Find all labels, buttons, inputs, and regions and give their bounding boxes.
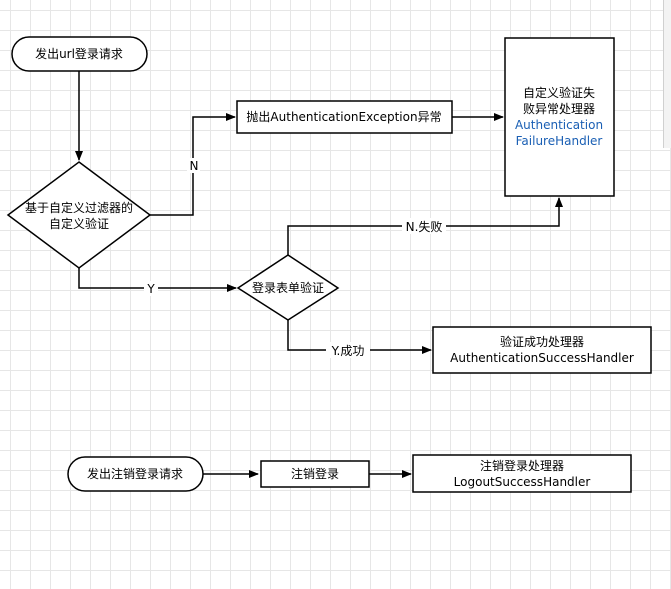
custom-filter-label-line2: 自定义验证 xyxy=(49,216,109,231)
custom-filter-decision[interactable]: 基于自定义过滤器的 自定义验证 xyxy=(6,161,152,269)
edge-form-success-to-handler xyxy=(287,320,432,354)
logout-handler-node[interactable]: 注销登录处理器 LogoutSuccessHandler xyxy=(412,454,632,493)
logout-handler-label-line1: 注销登录处理器 xyxy=(480,458,564,473)
form-check-label: 登录表单验证 xyxy=(252,280,324,295)
failure-handler-label-line2: 败异常处理器 xyxy=(523,101,595,116)
edge-label-success: Y.成功 xyxy=(326,342,370,358)
throw-exception-node[interactable]: 抛出AuthenticationException异常 xyxy=(236,100,453,134)
edge-label-y-text: Y xyxy=(146,282,155,296)
failure-handler-label-line1: 自定义验证失 xyxy=(523,85,595,100)
form-check-decision[interactable]: 登录表单验证 xyxy=(236,254,340,321)
success-handler-label-line1: 验证成功处理器 xyxy=(500,334,584,349)
logout-request-label: 发出注销登录请求 xyxy=(87,466,183,481)
start-request-node[interactable]: 发出url登录请求 xyxy=(11,36,148,72)
edge-label-n-text: N xyxy=(190,159,199,173)
logout-label: 注销登录 xyxy=(291,466,339,481)
edge-label-y: Y xyxy=(144,281,158,296)
failure-handler-node[interactable]: 自定义验证失 败异常处理器 Authentication FailureHand… xyxy=(504,37,615,197)
edge-label-fail: N.失败 xyxy=(402,218,446,234)
edge-label-fail-text: N.失败 xyxy=(406,219,443,234)
success-handler-label-line2: AuthenticationSuccessHandler xyxy=(450,351,634,365)
edge-label-n: N xyxy=(187,158,200,173)
failure-handler-label-line3: Authentication xyxy=(515,118,603,132)
scrollbar-edge xyxy=(663,0,671,148)
custom-filter-label-line1: 基于自定义过滤器的 xyxy=(25,200,133,215)
edge-label-success-text: Y.成功 xyxy=(331,344,365,358)
logout-request-node[interactable]: 发出注销登录请求 xyxy=(67,456,204,492)
logout-handler-label-line2: LogoutSuccessHandler xyxy=(454,475,591,489)
start-request-label: 发出url登录请求 xyxy=(35,46,123,61)
failure-handler-label-line4: FailureHandler xyxy=(516,134,603,148)
throw-exception-label: 抛出AuthenticationException异常 xyxy=(246,109,441,124)
edge-filter-yes-to-form xyxy=(78,268,237,292)
success-handler-node[interactable]: 验证成功处理器 AuthenticationSuccessHandler xyxy=(432,326,652,374)
logout-node[interactable]: 注销登录 xyxy=(260,460,370,488)
